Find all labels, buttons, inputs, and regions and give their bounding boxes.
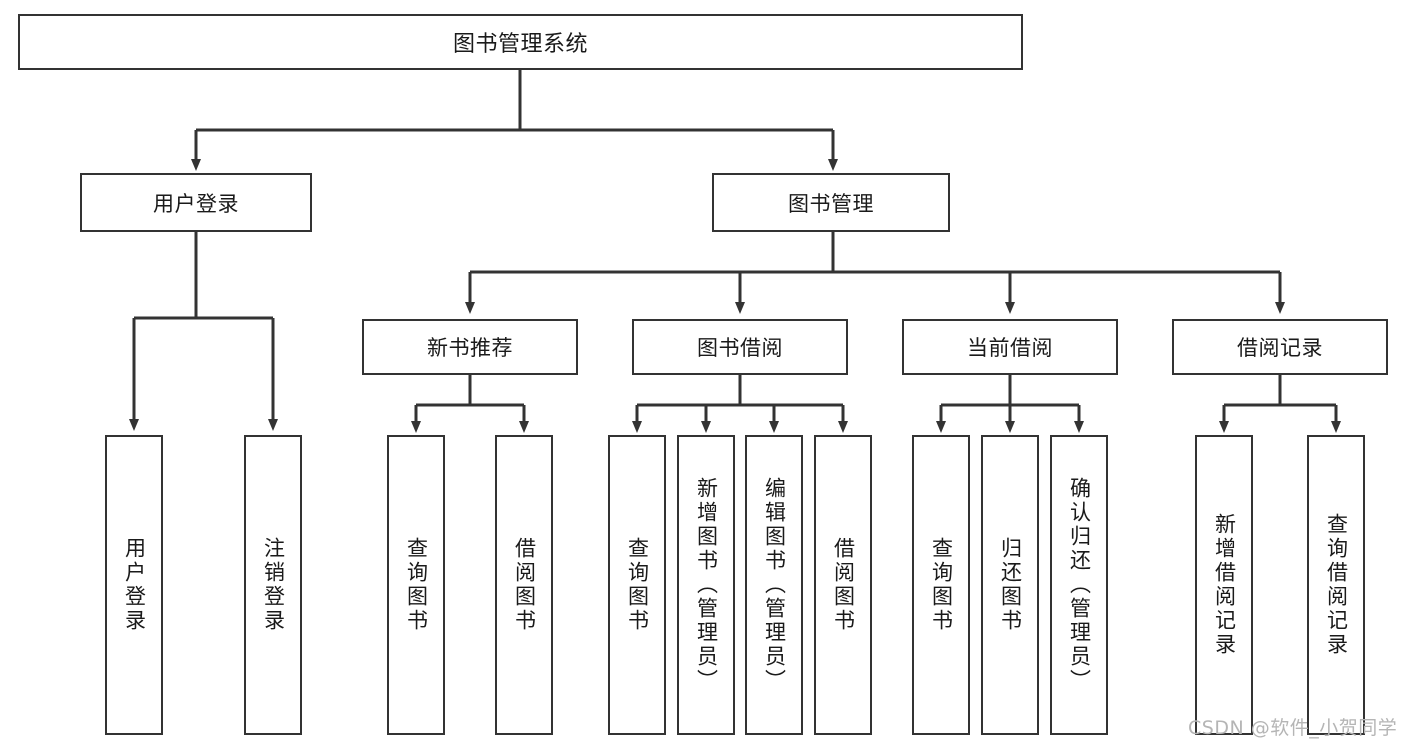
leaf-book-borrow-query-book[interactable]: 查询图书 — [608, 435, 666, 735]
node-current-borrow[interactable]: 当前借阅 — [902, 319, 1118, 375]
node-book-borrow[interactable]: 图书借阅 — [632, 319, 848, 375]
node-borrow-record[interactable]: 借阅记录 — [1172, 319, 1388, 375]
leaf-borrow-record-query-record[interactable]: 查询借阅记录 — [1307, 435, 1365, 735]
leaf-user-login-logout[interactable]: 注销登录 — [244, 435, 302, 735]
node-root-book-management-system[interactable]: 图书管理系统 — [18, 14, 1023, 70]
leaf-book-borrow-edit-book-admin[interactable]: 编辑图书（管理员） — [745, 435, 803, 735]
leaf-user-login-login[interactable]: 用户登录 — [105, 435, 163, 735]
leaf-borrow-record-add-record[interactable]: 新增借阅记录 — [1195, 435, 1253, 735]
leaf-new-book-query-book[interactable]: 查询图书 — [387, 435, 445, 735]
node-user-login[interactable]: 用户登录 — [80, 173, 312, 232]
leaf-current-borrow-return-book[interactable]: 归还图书 — [981, 435, 1039, 735]
leaf-new-book-borrow-book[interactable]: 借阅图书 — [495, 435, 553, 735]
leaf-current-borrow-query-book[interactable]: 查询图书 — [912, 435, 970, 735]
leaf-book-borrow-add-book-admin[interactable]: 新增图书（管理员） — [677, 435, 735, 735]
csdn-watermark: CSDN @软件_小贺同学 — [1188, 717, 1398, 739]
node-book-management[interactable]: 图书管理 — [712, 173, 950, 232]
leaf-current-borrow-confirm-return-admin[interactable]: 确认归还（管理员） — [1050, 435, 1108, 735]
node-new-book-recommend[interactable]: 新书推荐 — [362, 319, 578, 375]
leaf-book-borrow-borrow-book[interactable]: 借阅图书 — [814, 435, 872, 735]
